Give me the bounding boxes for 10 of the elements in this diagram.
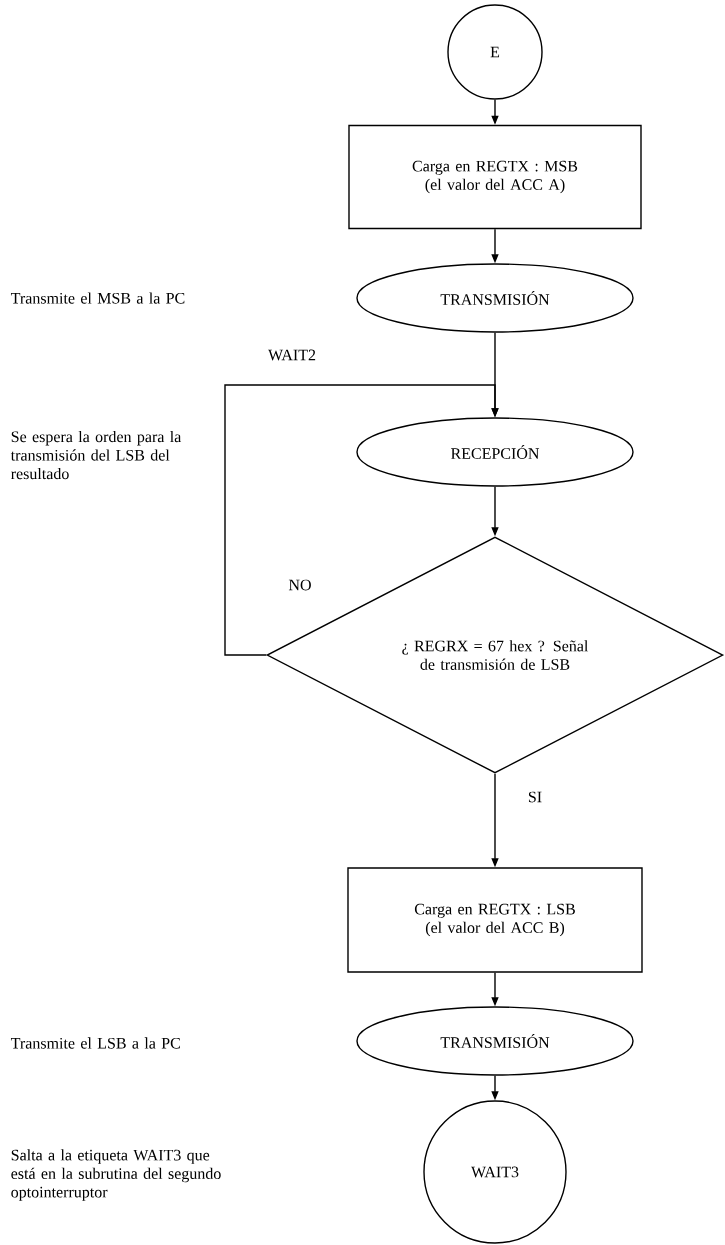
side-note: Transmite el LSB a la PC [11,1037,180,1049]
process-box: Carga en REGTX : LSB (el valor del ACC B) [347,867,643,973]
side-note: Salta a la etiqueta WAIT3 que está en la subrutina del segundo optointerruptor [11,1149,221,1201]
edge-label: SI [526,790,544,804]
side-note: Transmite el MSB a la PC [11,292,185,304]
process-box: Carga en REGTX : MSB (el valor del ACC A) [348,124,642,230]
loop-label: WAIT2 [268,349,316,361]
arrow [224,384,499,656]
side-note: Se espera la orden para la transmisión del LSB del resultado [10,430,182,480]
edge-label: NO [287,578,313,592]
